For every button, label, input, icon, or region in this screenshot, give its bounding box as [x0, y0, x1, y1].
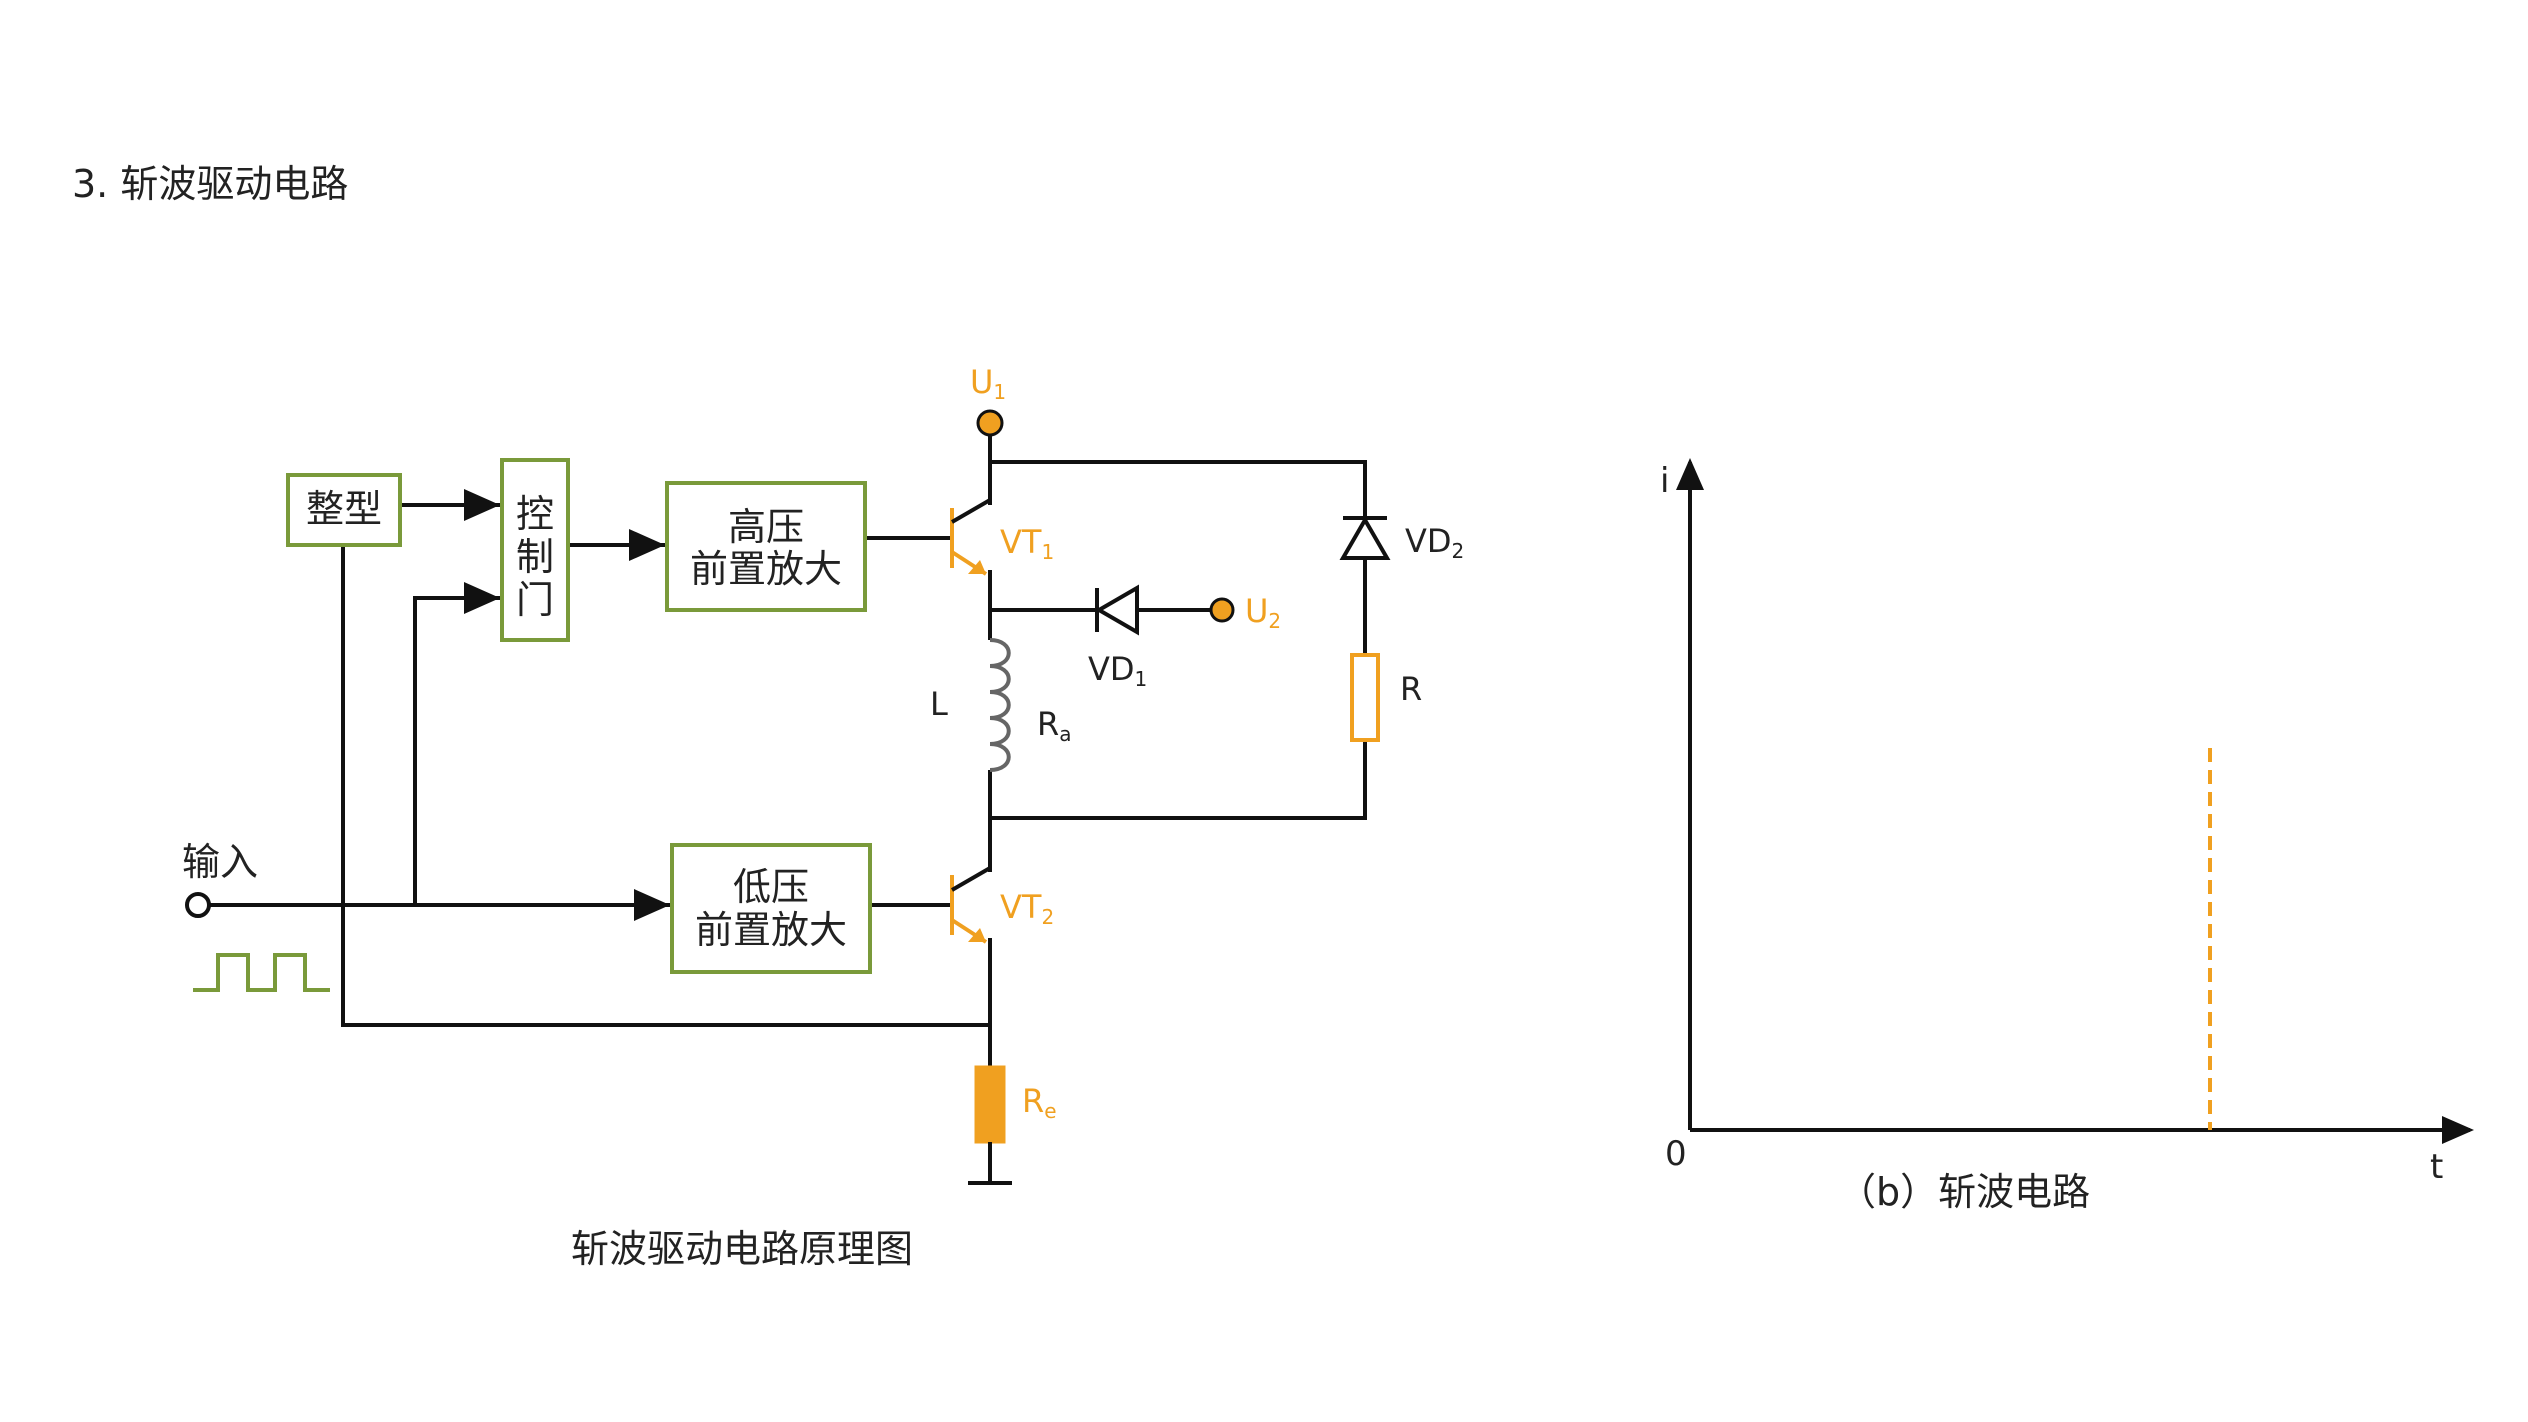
lv-preamp-label-1: 低压: [733, 865, 809, 909]
circuit-wires: [207, 435, 1367, 1185]
origin-label: 0: [1665, 1134, 1687, 1174]
emitter-arrow-icon: [968, 928, 986, 942]
vt2-label: VT2: [1000, 888, 1054, 929]
control-gate-label-2: 制: [516, 535, 554, 579]
ra-sub: a: [1059, 722, 1071, 746]
circuit-caption: 斩波驱动电路原理图: [571, 1227, 913, 1271]
graph-caption: （b）斩波电路: [1838, 1170, 2090, 1214]
u1-label: U1: [970, 363, 1006, 404]
diode-vd1-icon: [1095, 584, 1139, 636]
hv-preamp-label-2: 前置放大: [690, 547, 842, 591]
u1-sub: 1: [993, 380, 1006, 404]
resistor-r-icon: [1350, 653, 1380, 742]
input-label: 输入: [182, 840, 258, 884]
u2-main: U: [1245, 592, 1268, 630]
control-gate-label-1: 控: [516, 492, 554, 536]
vd1-label: VD1: [1088, 650, 1147, 691]
control-gate-block: 控 制 门: [500, 458, 570, 642]
shaping-label: 整型: [306, 487, 382, 531]
vt1-label: VT1: [1000, 523, 1054, 564]
vt2-main: VT: [1000, 888, 1042, 926]
vd2-main: VD: [1405, 522, 1452, 560]
u1-main: U: [970, 363, 993, 401]
vd1-sub: 1: [1135, 667, 1148, 691]
r-label: R: [1400, 670, 1422, 708]
u1-terminal: [976, 409, 1004, 437]
l-label: L: [930, 685, 948, 723]
vt2-sub: 2: [1041, 905, 1054, 929]
emitter-arrow-icon: [968, 560, 986, 574]
diode-vd2-icon: [1339, 516, 1391, 560]
lv-preamp-label-2: 前置放大: [695, 908, 847, 952]
vd2-sub: 2: [1452, 539, 1465, 563]
ra-main: R: [1037, 705, 1059, 743]
u2-label: U2: [1245, 592, 1281, 633]
current-graph: i t 0 （b）斩波电路: [1660, 458, 2474, 1214]
section-heading: 3. 斩波驱动电路: [72, 162, 348, 206]
re-main: R: [1022, 1082, 1044, 1120]
inductor-coil-icon: [989, 638, 1011, 772]
vt1-main: VT: [1000, 523, 1042, 561]
re-label: Re: [1022, 1082, 1057, 1123]
u2-terminal: [1209, 597, 1235, 623]
control-gate-label-3: 门: [516, 578, 554, 622]
ra-label: Ra: [1037, 705, 1072, 746]
hv-preamp-block: 高压 前置放大: [665, 481, 867, 612]
pulse-waveform-icon: [193, 953, 330, 992]
vt1-sub: 1: [1041, 540, 1054, 564]
vd1-main: VD: [1088, 650, 1135, 688]
transistor-vt2: [950, 866, 992, 944]
vd2-label: VD2: [1405, 522, 1464, 563]
lv-preamp-block: 低压 前置放大: [670, 843, 872, 974]
input-terminal: [185, 892, 211, 918]
u2-sub: 2: [1268, 609, 1281, 633]
x-axis-label: t: [2430, 1147, 2443, 1187]
transistor-vt1: [950, 498, 992, 576]
hv-preamp-label-1: 高压: [728, 505, 804, 549]
resistor-re-icon: [974, 1065, 1006, 1144]
shaping-block: 整型: [286, 473, 402, 547]
re-sub: e: [1044, 1099, 1056, 1123]
y-axis-label: i: [1660, 461, 1669, 501]
